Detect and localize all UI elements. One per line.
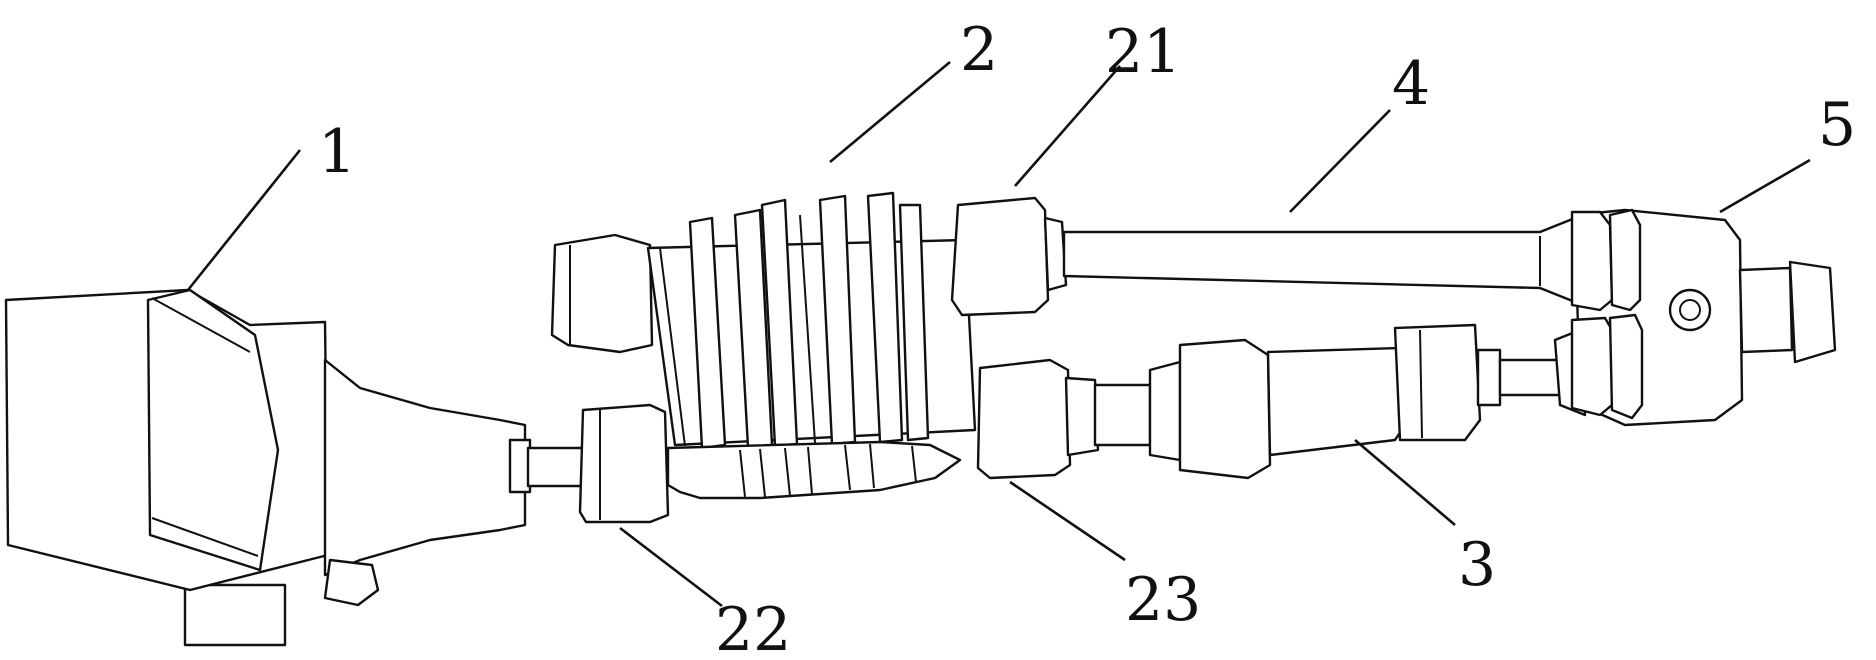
rod-3-taper xyxy=(1266,346,1407,457)
shaft-collar xyxy=(508,438,532,494)
label-21: 21 xyxy=(1105,17,1181,87)
label-5: 5 xyxy=(1818,90,1856,160)
joint-5-lower-ring xyxy=(1570,316,1614,417)
part-1-housing xyxy=(4,288,527,647)
rod-4-shaft xyxy=(1062,216,1577,304)
housing-foot xyxy=(183,583,287,647)
bellows-plate xyxy=(866,191,904,444)
joint-5-upper-ring-outer xyxy=(1608,208,1642,312)
sleeve-ring xyxy=(739,449,746,498)
leader-lines xyxy=(186,61,1811,608)
leader-4 xyxy=(1289,109,1391,213)
roller-22-body xyxy=(578,403,670,524)
bellows-plate xyxy=(898,203,930,442)
label-2: 2 xyxy=(960,15,998,85)
label-23: 23 xyxy=(1125,565,1201,635)
label-22: 22 xyxy=(715,595,791,660)
label-3: 3 xyxy=(1458,530,1496,600)
leader-22 xyxy=(619,526,723,608)
joint-5-pivot-outer xyxy=(1668,288,1712,332)
sleeve-ring xyxy=(869,443,875,489)
bellows-plate xyxy=(688,216,727,450)
sleeve-ring xyxy=(784,447,791,497)
shaft-segment xyxy=(526,446,587,488)
joint-5-side-cap xyxy=(1788,260,1837,364)
rod-3-collar xyxy=(1148,360,1182,462)
part-23-roller xyxy=(976,358,1100,480)
housing-front-panel xyxy=(146,288,280,572)
rod-3-end-hub xyxy=(1476,348,1502,407)
bellows-lower-sleeve xyxy=(666,440,962,500)
part-2-bellows xyxy=(550,191,977,500)
housing-tab xyxy=(323,558,380,607)
joint-5-side-arm xyxy=(1738,266,1794,354)
leader-5 xyxy=(1719,158,1811,214)
label-4: 4 xyxy=(1392,49,1430,119)
joint-5-lower-ring-outer xyxy=(1608,313,1644,420)
leader-1 xyxy=(186,149,302,291)
sleeve-ring xyxy=(807,446,813,495)
leader-21 xyxy=(1014,65,1121,187)
leader-23 xyxy=(1009,480,1126,562)
sleeve-ring xyxy=(911,445,917,483)
roller-21-hub xyxy=(1043,216,1068,292)
rod-3-clamp xyxy=(1393,323,1482,442)
roller-23-hub xyxy=(1064,376,1100,457)
part-21-roller xyxy=(950,196,1068,317)
housing-neck xyxy=(323,358,527,577)
housing-edge-lower xyxy=(151,517,259,557)
joint-5-upper-ring xyxy=(1570,210,1614,312)
roller-21-body xyxy=(950,196,1050,317)
rod-3-shaft-inner xyxy=(1093,383,1152,447)
rod-3-clamp-edge xyxy=(1419,329,1423,439)
bellows-seam xyxy=(659,247,686,447)
input-shaft xyxy=(508,438,587,494)
rod-3-end-shaft xyxy=(1498,358,1562,397)
sleeve-ring xyxy=(844,444,851,491)
bellows-seam xyxy=(799,214,816,444)
bellows-end-cap xyxy=(550,233,654,354)
reference-numerals: 1 2 21 4 5 22 23 3 xyxy=(318,15,1856,660)
part-5-joint xyxy=(1570,208,1837,427)
part-22-roller xyxy=(578,403,670,524)
roller-23-body xyxy=(976,358,1072,480)
part-3-rod xyxy=(1093,323,1587,480)
part-4-rod xyxy=(1062,216,1577,304)
sleeve-ring xyxy=(759,448,766,498)
leader-3 xyxy=(1354,439,1456,526)
leader-2 xyxy=(829,61,951,163)
housing-edge xyxy=(151,297,251,353)
joint-5-pivot-inner xyxy=(1679,299,1701,321)
label-1: 1 xyxy=(318,117,356,187)
rod-3-sleeve xyxy=(1178,338,1272,480)
